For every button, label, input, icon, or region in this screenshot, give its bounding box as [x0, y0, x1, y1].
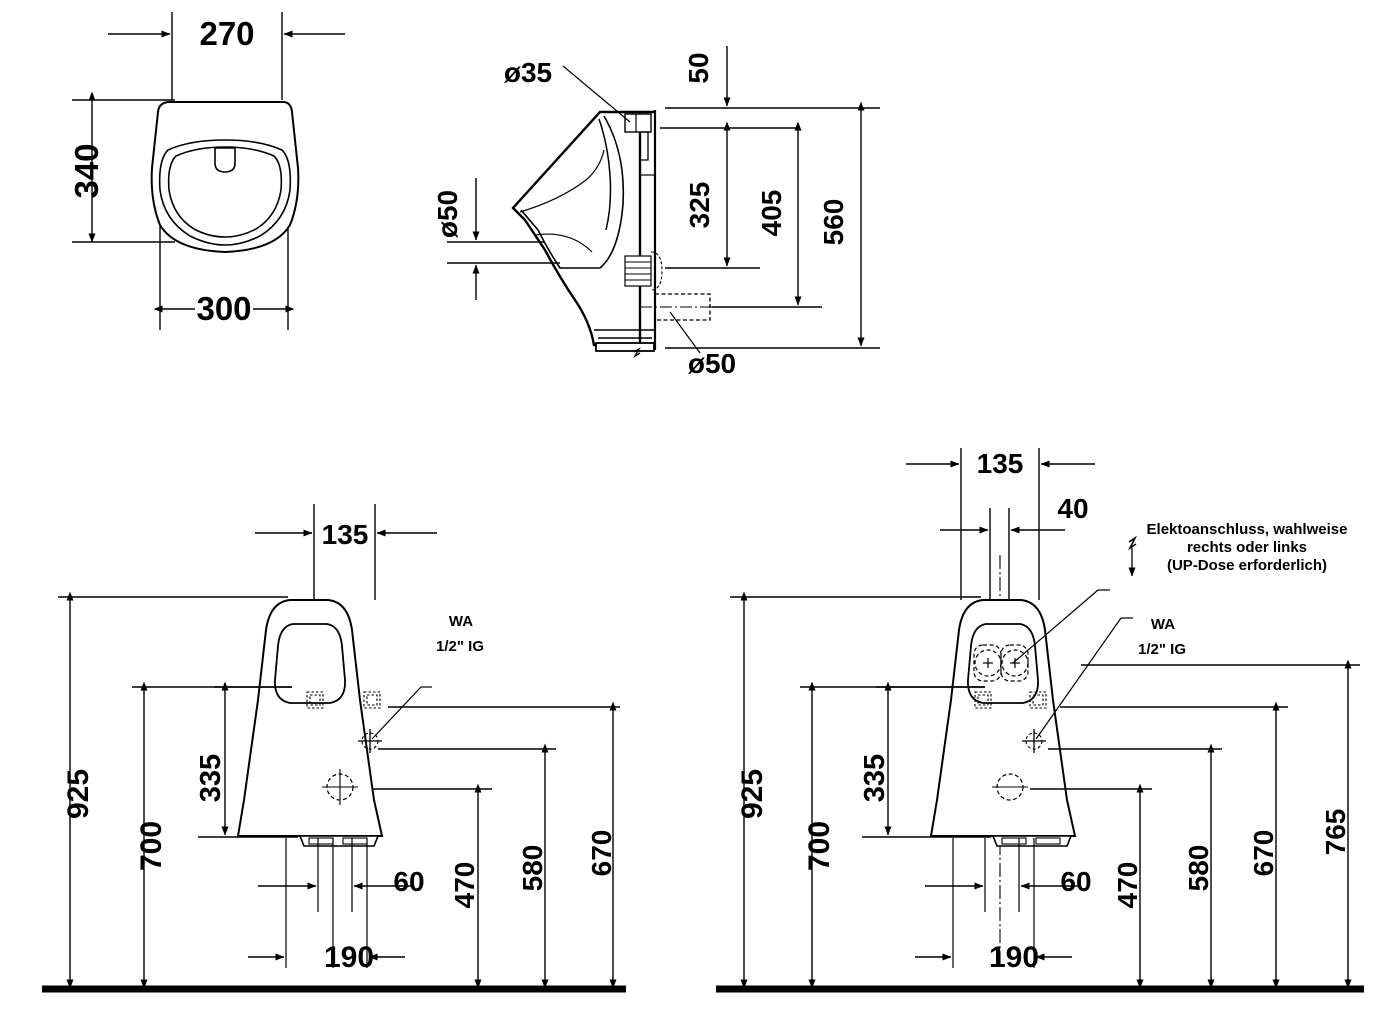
lightning-icon [1127, 535, 1138, 551]
bowl-opening-br [967, 623, 1039, 704]
dim-label-335-br: 335 [859, 754, 891, 802]
view-top-left-plan [72, 12, 345, 330]
leader-wa-br [1035, 617, 1122, 740]
waste-outlet-marker-bl [322, 769, 358, 805]
dim-label-925-br: 925 [736, 769, 769, 819]
urinal-elevation-outline-br [929, 599, 1077, 837]
fixing-marks-bl [306, 691, 381, 709]
inlet-pipe [640, 131, 649, 161]
sensor-crosses-br [983, 658, 1020, 668]
dim-label-o50-bottom: ø50 [688, 348, 736, 379]
waste-outlet-marker-br [992, 773, 1028, 801]
electrical-note-line3: (UP-Dose erforderlich) [1167, 557, 1327, 574]
dim-label-925-bl: 925 [62, 769, 95, 819]
base-slot-right-bl [342, 837, 368, 845]
leader-wa-bl [371, 686, 422, 740]
label-wa-br: WA [1151, 616, 1175, 633]
dim-label-700-bl: 700 [135, 821, 168, 871]
inlet-boss [624, 113, 652, 133]
urinal-section-outline [511, 110, 655, 347]
base-plate [595, 342, 655, 352]
dim-label-580-bl: 580 [517, 845, 548, 892]
water-connection-marker-bl [358, 729, 382, 753]
dim-label-560: 560 [818, 199, 849, 246]
section-bowl-curve [520, 115, 625, 269]
dim-label-670-br: 670 [1248, 830, 1279, 877]
dim-label-270: 270 [199, 15, 254, 52]
leader-o35 [562, 65, 631, 123]
view-top-right-section [447, 46, 880, 358]
dim-label-40-br: 40 [1057, 493, 1088, 524]
dim-label-765-br: 765 [1320, 809, 1351, 856]
label-wa-ig-bl: 1/2" IG [436, 638, 484, 655]
dim-label-o35: ø35 [504, 57, 552, 88]
base-slot-left-br [1001, 837, 1027, 845]
leader-o50-bottom [669, 311, 701, 354]
electrical-note-line1: Elektoanschluss, wahlweise [1147, 521, 1348, 538]
electrical-symbol-section [633, 347, 641, 358]
bowl-opening-bl [274, 623, 346, 704]
dim-label-135-br: 135 [977, 448, 1024, 479]
urinal-plan-inlet [214, 147, 236, 173]
dim-label-190-bl: 190 [324, 941, 374, 974]
urinal-plan-bowl [167, 146, 283, 238]
view-bottom-right-elevation [730, 448, 1360, 989]
leader-electrical-br [1012, 589, 1099, 664]
dim-label-470-br: 470 [1112, 862, 1143, 909]
fixing-marks-br [974, 691, 1047, 709]
label-wa-ig-br: 1/2" IG [1138, 641, 1186, 658]
outlet-assembly [624, 251, 663, 291]
base-slot-left-bl [308, 837, 334, 845]
base-slot-right-br [1035, 837, 1061, 845]
dim-label-580-br: 580 [1183, 845, 1214, 892]
view-bottom-left-elevation [58, 504, 620, 989]
dim-label-325: 325 [684, 182, 715, 229]
dim-label-405: 405 [756, 190, 787, 237]
dim-label-50: 50 [683, 52, 714, 83]
dim-label-135-bl: 135 [322, 519, 369, 550]
dim-label-190-br: 190 [989, 941, 1039, 974]
sensor-pockets-br [973, 644, 1029, 682]
dim-label-670-bl: 670 [586, 830, 617, 877]
section-inner-line-3 [534, 233, 593, 253]
dim-label-60-bl: 60 [393, 866, 424, 897]
urinal-elevation-outline-bl [236, 599, 384, 837]
section-inner-line-1 [598, 118, 612, 231]
dim-label-470-bl: 470 [449, 862, 480, 909]
dim-label-700-br: 700 [803, 821, 836, 871]
dim-label-340: 340 [68, 143, 105, 198]
water-connection-marker-br [1022, 729, 1046, 753]
dim-label-300: 300 [196, 290, 251, 327]
label-wa-bl: WA [449, 613, 473, 630]
dim-label-o50-left: ø50 [432, 190, 463, 238]
dim-label-335-bl: 335 [195, 754, 227, 802]
dim-label-60-br: 60 [1060, 866, 1091, 897]
electrical-note-line2: rechts oder links [1187, 539, 1307, 556]
section-inner-line-2 [519, 149, 605, 213]
